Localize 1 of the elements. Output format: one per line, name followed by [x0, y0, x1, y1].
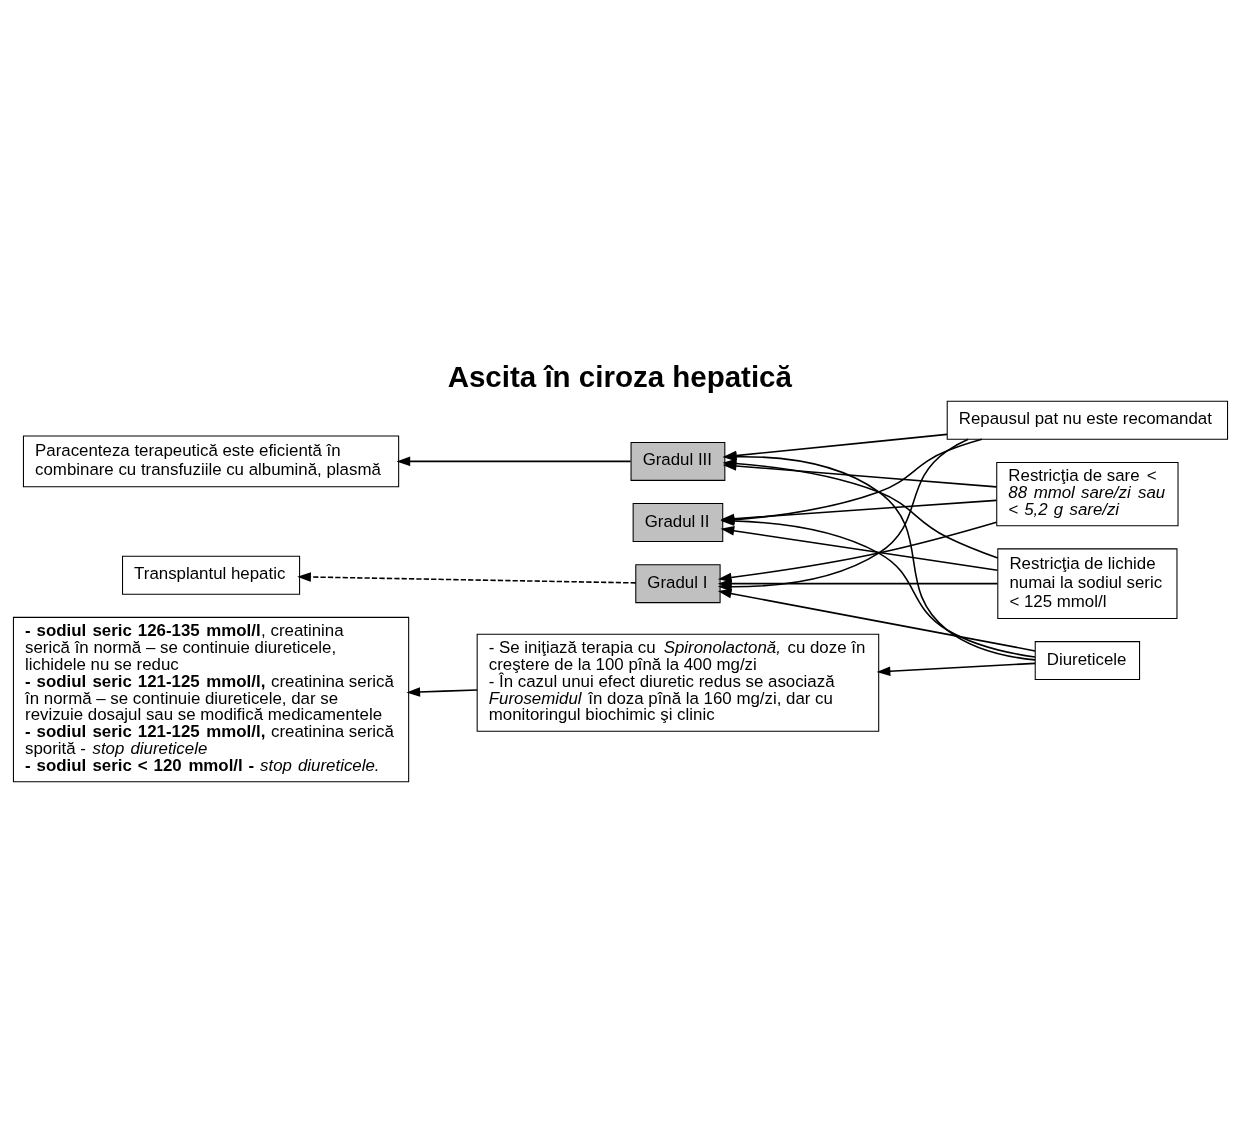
- diagram-title: Ascita în ciroza hepatică: [447, 359, 792, 393]
